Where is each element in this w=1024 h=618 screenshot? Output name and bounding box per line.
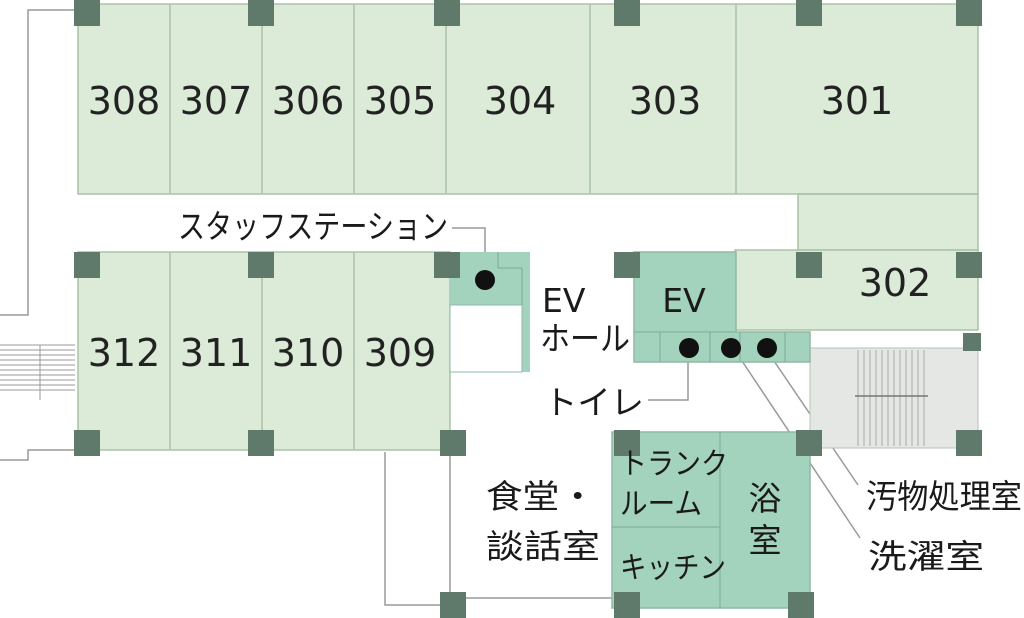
label-dining-1: 食堂・ (486, 477, 596, 516)
label-trunk-room-1: トランク (620, 447, 728, 482)
room-312: 312 (88, 331, 161, 375)
right-staircase (809, 347, 979, 449)
room-309: 309 (364, 331, 437, 375)
label-toilet: トイレ (544, 383, 644, 422)
room-301: 301 (821, 79, 894, 123)
staff-station-marker (475, 270, 495, 290)
top-room-band (77, 3, 979, 331)
label-soiled-room: 汚物処理室 (866, 477, 1022, 516)
room-310: 310 (272, 331, 345, 375)
elevator-block (633, 251, 811, 363)
room-304: 304 (484, 79, 557, 123)
service-block (611, 431, 811, 609)
label-dining-2: 談話室 (486, 527, 600, 566)
label-ev: EV (662, 281, 706, 320)
room-307: 307 (180, 79, 253, 123)
label-ev-hall-1: EV (542, 281, 586, 320)
label-staff-station: スタッフステーション (178, 207, 448, 246)
laundry-marker (721, 338, 741, 358)
soiled-room-marker (757, 338, 777, 358)
label-laundry: 洗濯室 (868, 537, 984, 576)
label-trunk-room-2: ルーム (620, 487, 702, 522)
room-305: 305 (364, 79, 437, 123)
room-302: 302 (859, 261, 932, 305)
room-306: 306 (272, 79, 345, 123)
room-308: 308 (88, 79, 161, 123)
room-303: 303 (629, 79, 702, 123)
toilet-marker (679, 338, 699, 358)
label-ev-hall-2: ホール (540, 319, 630, 358)
marker-dots (475, 270, 777, 358)
structural-columns (74, 0, 982, 618)
label-kitchen: キッチン (620, 551, 726, 586)
left-staircase (0, 344, 75, 400)
label-bath-1: 浴 (749, 479, 782, 518)
label-bath-2: 室 (749, 521, 782, 560)
room-311: 311 (180, 331, 253, 375)
staff-station (449, 252, 530, 373)
